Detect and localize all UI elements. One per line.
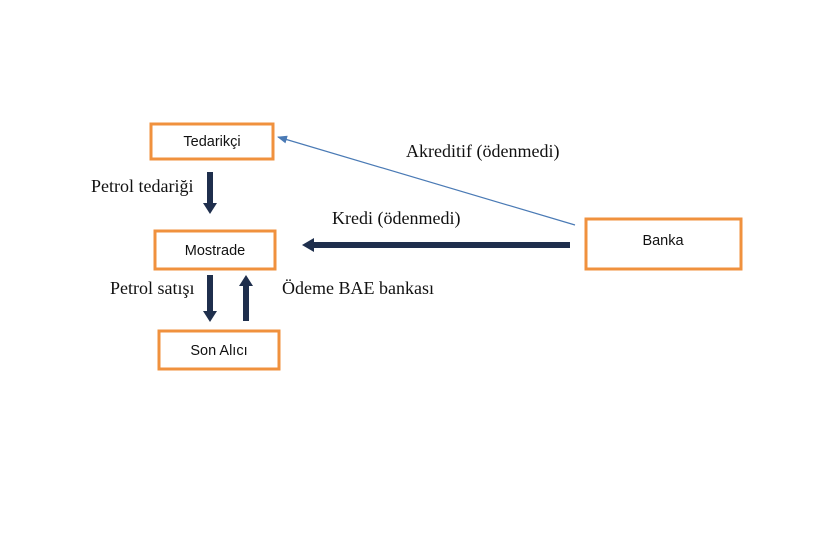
node-bank: Banka: [584, 217, 743, 271]
node-mostrade-label: Mostrade: [185, 243, 245, 259]
oil-supply-label: Petrol tedariği: [91, 176, 193, 196]
node-buyer-label: Son Alıcı: [190, 343, 247, 359]
loan-arrow: [302, 238, 570, 252]
payment-label: Ödeme BAE bankası: [282, 278, 434, 298]
letter-of-credit-label: Akreditif (ödenmedi): [406, 141, 559, 162]
node-bank-label: Banka: [642, 233, 684, 249]
payment-arrow: [239, 275, 253, 321]
oil-sale-label: Petrol satışı: [110, 278, 195, 298]
oil-sale-arrow: [203, 275, 217, 322]
node-mostrade: Mostrade: [153, 229, 277, 271]
node-buyer: Son Alıcı: [157, 329, 281, 371]
node-supplier-label: Tedarikçi: [183, 134, 240, 150]
node-supplier: Tedarikçi: [149, 122, 275, 161]
letter-of-credit-arrow: [277, 135, 576, 226]
loan-label: Kredi (ödenmedi): [332, 208, 460, 229]
oil-supply-arrow: [203, 172, 217, 214]
